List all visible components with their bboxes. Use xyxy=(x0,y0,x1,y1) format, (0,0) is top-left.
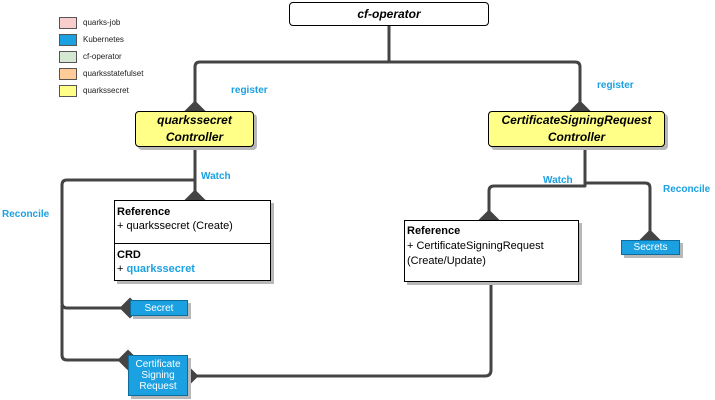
crd-title: CRD xyxy=(117,249,141,261)
legend-label: cf-operator xyxy=(83,52,122,61)
crd-prefix: + xyxy=(117,263,127,275)
controller-name: CertificateSigningRequest xyxy=(501,113,652,127)
register-right-label: register xyxy=(597,80,634,91)
cf-operator-node[interactable]: cf-operator xyxy=(289,2,489,26)
controller-name: quarkssecret xyxy=(157,113,232,127)
secret-resource[interactable]: Secret xyxy=(130,300,188,316)
edge-register-left xyxy=(184,26,391,122)
reference-item-action: (Create/Update) xyxy=(407,255,486,267)
edge-watch-right xyxy=(478,147,587,231)
quarkssecret-controller-node[interactable]: quarkssecret Controller xyxy=(135,111,254,147)
legend-label: quarks-job xyxy=(83,18,121,27)
edge-reconcile-csr xyxy=(60,305,139,371)
legend-label: Kubernetes xyxy=(83,35,124,44)
reference-title: Reference xyxy=(407,225,461,237)
legend-item: cf-operator xyxy=(59,48,143,65)
legend-item: Kubernetes xyxy=(59,31,143,48)
legend: quarks-job Kubernetes cf-operator quarks… xyxy=(59,14,143,99)
legend-item: quarksstatefulset xyxy=(59,65,143,82)
csr-resource-label: Certificate Signing Request xyxy=(135,359,181,392)
reference-item: + CertificateSigningRequest xyxy=(407,240,544,252)
csr-controller-node[interactable]: CertificateSigningRequest Controller xyxy=(488,111,665,147)
quarkssecret-reference-panel[interactable]: Reference + quarkssecret (Create) CRD + … xyxy=(114,200,271,281)
legend-label: quarkssecret xyxy=(83,86,129,95)
secret-label: Secret xyxy=(144,302,174,314)
reference-title: Reference xyxy=(117,206,171,218)
edge-reconcile-secret xyxy=(60,178,195,319)
legend-swatch xyxy=(59,84,77,97)
reference-item: + quarkssecret (Create) xyxy=(117,220,233,232)
watch-right-label: Watch xyxy=(543,175,573,186)
register-left-label: register xyxy=(231,85,268,96)
legend-item: quarkssecret xyxy=(59,82,143,99)
crd-item: quarkssecret xyxy=(126,263,195,275)
secrets-label: Secrets xyxy=(633,242,668,253)
legend-swatch xyxy=(59,33,77,46)
legend-item: quarks-job xyxy=(59,14,143,31)
edge-register-right xyxy=(387,26,591,122)
edge-reconcile-right xyxy=(583,147,661,251)
crd-section: CRD + quarkssecret xyxy=(115,243,270,276)
legend-swatch xyxy=(59,67,77,80)
reference-section: Reference + quarkssecret (Create) xyxy=(115,201,270,233)
reconcile-right-label: Reconcile xyxy=(663,184,711,195)
watch-left-label: Watch xyxy=(201,171,231,182)
controller-suffix: Controller xyxy=(165,130,224,144)
edge-csr-reference xyxy=(177,282,493,387)
reconcile-left-label: Reconcile xyxy=(2,209,50,220)
legend-label: quarksstatefulset xyxy=(83,69,144,78)
legend-swatch xyxy=(59,16,77,29)
controller-suffix: Controller xyxy=(547,130,606,144)
legend-swatch xyxy=(59,50,77,63)
secrets-resource[interactable]: Secrets xyxy=(621,240,680,255)
csr-reference-panel[interactable]: Reference + CertificateSigningRequest (C… xyxy=(404,220,579,282)
csr-resource[interactable]: Certificate Signing Request xyxy=(128,355,188,396)
cf-operator-label: cf-operator xyxy=(357,7,421,21)
